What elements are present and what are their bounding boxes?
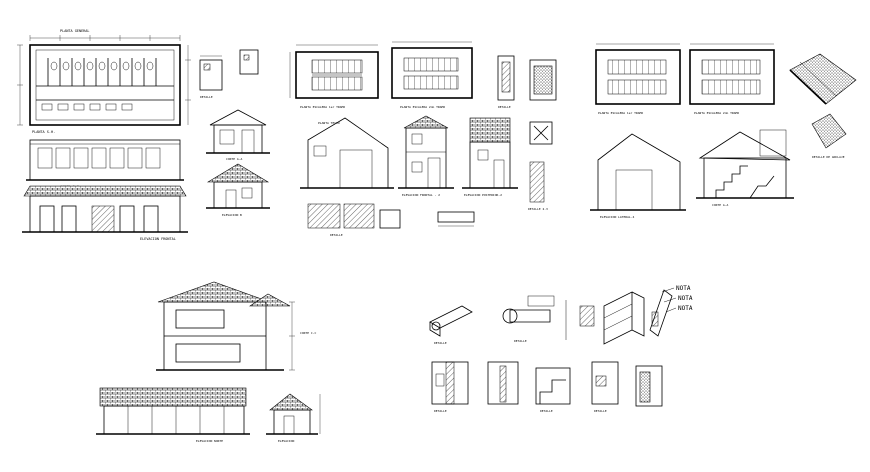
svg-text:DETALLE: DETALLE (594, 409, 607, 413)
svg-text:CORTE A-A: CORTE A-A (226, 157, 242, 161)
side-elevation-small: ELEVACION B (206, 163, 270, 217)
bathroom-block-plan: PLANTA GENERAL PLANTA S.H. (17, 29, 191, 134)
svg-text:PLANTA ESCALERA 1er TRAMO: PLANTA ESCALERA 1er TRAMO (300, 105, 345, 109)
svg-text:DETALLE: DETALLE (434, 341, 447, 345)
svg-text:ELEVACION FRONTAL - 2: ELEVACION FRONTAL - 2 (402, 193, 440, 197)
svg-text:DETALLE: DETALLE (200, 95, 213, 99)
svg-text:PLANTA TECHO: PLANTA TECHO (318, 121, 340, 125)
svg-text:PLANTA ESCALERA 1er TRAMO: PLANTA ESCALERA 1er TRAMO (598, 111, 643, 115)
stair-detail-sections: DETALLE (497, 55, 557, 109)
svg-text:DETALLE 2-3: DETALLE 2-3 (528, 207, 548, 211)
small-gable-elevation: ELEVACION (266, 393, 321, 443)
stair-section-right: CORTE A-A (696, 129, 794, 207)
svg-text:CORTE A-A: CORTE A-A (712, 203, 728, 207)
lateral-elevation-gable: PLANTA TECHO (300, 117, 394, 189)
bathroom-front-elevation: ELEVACION FRONTAL (22, 185, 188, 241)
svg-text:DETALLE: DETALLE (498, 105, 511, 109)
svg-text:DETALLE: DETALLE (514, 339, 527, 343)
svg-text:DETALLE: DETALLE (330, 233, 343, 237)
lateral-elevation-right: ELEVACION LATERAL-4 (590, 133, 686, 219)
svg-text:ELEVACION POSTERIOR-2: ELEVACION POSTERIOR-2 (464, 193, 502, 197)
stair-plan-first-floor: PLANTA ESCALERA 1er TRAMO (289, 44, 379, 109)
svg-text:CORTE C-C: CORTE C-C (300, 331, 316, 335)
svg-text:DETALLE: DETALLE (540, 409, 553, 413)
nota-label-1: NOTA (676, 285, 691, 292)
stair-plans-right: PLANTA ESCALERA 1er TRAMO PLANTA ESCALER… (595, 43, 775, 115)
svg-text:ELEVACION LATERAL-4: ELEVACION LATERAL-4 (600, 215, 635, 219)
nota-callouts: NOTA NOTA NOTA (661, 285, 693, 313)
svg-text:ELEVACION: ELEVACION (278, 439, 294, 443)
svg-text:PLANTA GENERAL: PLANTA GENERAL (60, 29, 90, 33)
nota-label-2: NOTA (678, 295, 693, 302)
rear-elevation-two-storey: ELEVACION POSTERIOR-2 (462, 117, 518, 197)
detail-bracket: DETALLE 2-3 (528, 121, 553, 211)
svg-text:ELEVACION B: ELEVACION B (222, 213, 242, 217)
retaining-wall-detail: DETALLE DE ANCLAJE (789, 53, 857, 159)
svg-text:PLANTA ESCALERA 2do TRAMO: PLANTA ESCALERA 2do TRAMO (400, 105, 445, 109)
svg-text:PLANTA S.H.: PLANTA S.H. (32, 130, 55, 134)
svg-text:PLANTA ESCALERA 2do TRAMO: PLANTA ESCALERA 2do TRAMO (694, 111, 739, 115)
foundation-details: DETALLE (307, 203, 475, 237)
section-c-c-two-storey: CORTE C-C (156, 281, 316, 371)
svg-text:DETALLE: DETALLE (434, 409, 447, 413)
front-elevation-two-storey: ELEVACION FRONTAL - 2 (398, 115, 454, 197)
nota-label-3: NOTA (678, 305, 693, 312)
stair-plan-second-floor: PLANTA ESCALERA 2do TRAMO (391, 41, 473, 109)
svg-text:ELEVACION NORTE: ELEVACION NORTE (196, 439, 223, 443)
beam-isometric-details: DETALLE DETALLE (429, 295, 595, 345)
steel-frame-isometric (603, 289, 673, 345)
bathroom-section-a: CORTE B-B (26, 139, 184, 189)
detail-column-plans: DETALLE (199, 49, 259, 99)
wall-sections-row: DETALLE DETALLE DETALLE (431, 361, 663, 413)
long-front-elevation: ELEVACION NORTE (96, 387, 250, 443)
svg-text:DETALLE DE ANCLAJE: DETALLE DE ANCLAJE (812, 155, 845, 159)
svg-text:ELEVACION FRONTAL: ELEVACION FRONTAL (140, 237, 176, 241)
section-a-a-small: CORTE A-A (206, 109, 270, 161)
